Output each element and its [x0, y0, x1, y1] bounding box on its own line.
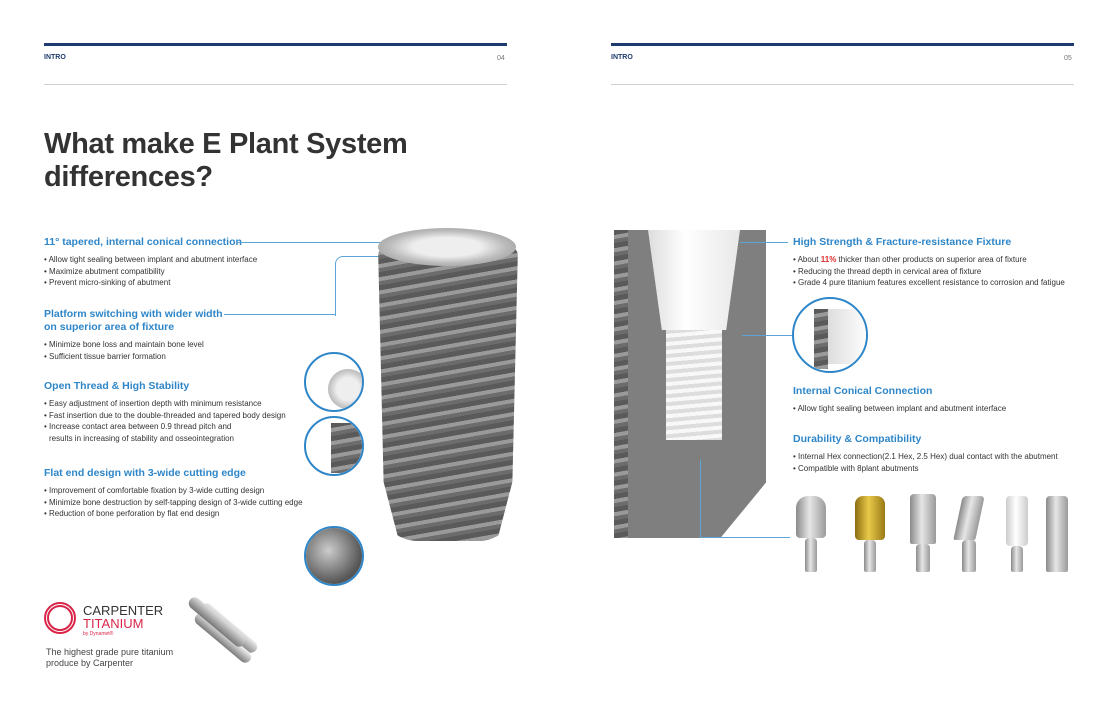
- logo-brand: CARPENTER: [83, 603, 164, 618]
- callout-line: [740, 242, 788, 243]
- callout-line: [238, 242, 438, 243]
- feature-heading: Durability & Compatibility: [793, 433, 922, 445]
- bullet: Allow tight sealing between implant and …: [44, 254, 364, 266]
- plastic-abutment-image: [1006, 496, 1028, 546]
- page-number: 05: [1064, 55, 1072, 62]
- bullet-text: thicker than other products on superior …: [836, 255, 1027, 264]
- angled-abutment-image: [953, 496, 985, 540]
- inset-thread-detail: [304, 416, 364, 476]
- feature-heading: High Strength & Fracture-resistance Fixt…: [793, 236, 1012, 248]
- page-title: What make E Plant System differences?: [44, 128, 408, 194]
- callout-line: [335, 256, 385, 316]
- abutment-image: [910, 494, 936, 544]
- bullet: Fast insertion due to the double-threade…: [44, 410, 364, 422]
- feature-heading: on superior area of fixture: [44, 321, 175, 333]
- section-label: INTRO: [44, 54, 66, 61]
- bullet: Reduction of bone perforation by flat en…: [44, 508, 364, 520]
- divider: [44, 84, 507, 85]
- feature-heading: 11° tapered, internal conical connection: [44, 236, 242, 248]
- feature-heading: Internal Conical Connection: [793, 385, 933, 397]
- bullet: Minimize bone destruction by self-tappin…: [44, 497, 364, 509]
- logo-sub: TITANIUM: [83, 616, 144, 631]
- titanium-rods-image: [186, 594, 260, 672]
- abutment-image: [1046, 496, 1068, 572]
- logo-by: by Dynamet®: [83, 631, 114, 637]
- bullet-text: About: [797, 255, 821, 264]
- implant-fixture-image: [366, 226, 518, 546]
- bullet: Increase contact area between 0.9 thread…: [44, 421, 364, 433]
- header-bar: [611, 43, 1074, 46]
- feature-strength: High Strength & Fracture-resistance Fixt…: [793, 236, 1093, 289]
- header-bar: [44, 43, 507, 46]
- abutment-image: [796, 496, 826, 538]
- highlight-percentage: 11%: [820, 255, 837, 264]
- bullet: Internal Hex connection(2.1 Hex, 2.5 Hex…: [793, 451, 1093, 463]
- feature-durability: Durability & Compatibility Internal Hex …: [793, 433, 1093, 474]
- bullet: Compatible with 8plant abutments: [793, 463, 1093, 475]
- bullet: Minimize bone loss and maintain bone lev…: [44, 339, 364, 351]
- feature-internal-conical: Internal Conical Connection Allow tight …: [793, 385, 1093, 415]
- bullet: Reducing the thread depth in cervical ar…: [793, 266, 1093, 278]
- titanium-caption: The highest grade pure titanium produce …: [46, 647, 173, 669]
- feature-heading: Platform switching with wider width: [44, 308, 223, 320]
- feature-platform: Platform switching with wider width on s…: [44, 308, 364, 362]
- bullet: Easy adjustment of insertion depth with …: [44, 398, 364, 410]
- abutment-screw: [805, 538, 817, 572]
- abutment-screw: [1011, 546, 1023, 572]
- bullet: Prevent micro-sinking of abutment: [44, 277, 364, 289]
- callout-line: [224, 314, 336, 315]
- bullet: Allow tight sealing between implant and …: [793, 403, 1093, 415]
- feature-thread: Open Thread & High Stability Easy adjust…: [44, 380, 364, 444]
- abutment-screw: [962, 540, 976, 572]
- feature-heading: Open Thread & High Stability: [44, 380, 190, 392]
- feature-conical: 11° tapered, internal conical connection…: [44, 236, 364, 289]
- section-label: INTRO: [611, 54, 633, 61]
- divider: [611, 84, 1074, 85]
- caption-line: The highest grade pure titanium: [46, 647, 174, 657]
- inset-cutting-edge-detail: [304, 526, 364, 586]
- callout-line: [700, 460, 790, 538]
- inset-platform-detail: [304, 352, 364, 412]
- inset-wall-detail: [792, 297, 868, 373]
- caption-line: produce by Carpenter: [46, 658, 134, 668]
- abutment-screw: [916, 544, 930, 572]
- feature-heading: Flat end design with 3-wide cutting edge: [44, 467, 246, 479]
- abutment-screw: [864, 540, 876, 572]
- page-number: 04: [497, 55, 505, 62]
- abutment-image-gold: [855, 496, 885, 540]
- feature-flat-end: Flat end design with 3-wide cutting edge…: [44, 467, 364, 520]
- bullet-continued: results in increasing of stability and o…: [49, 433, 234, 443]
- carpenter-logo-icon: [44, 602, 76, 634]
- bullet: Grade 4 pure titanium features excellent…: [793, 277, 1093, 289]
- bullet: Sufficient tissue barrier formation: [44, 351, 364, 363]
- fixture-cross-section-image: [614, 230, 766, 538]
- title-line: differences?: [44, 161, 213, 193]
- bullet: Maximize abutment compatibility: [44, 266, 364, 278]
- bullet: About 11% thicker than other products on…: [793, 254, 1093, 266]
- callout-line: [742, 335, 792, 336]
- bullet: Improvement of comfortable fixation by 3…: [44, 485, 364, 497]
- title-line: What make E Plant System: [44, 128, 408, 160]
